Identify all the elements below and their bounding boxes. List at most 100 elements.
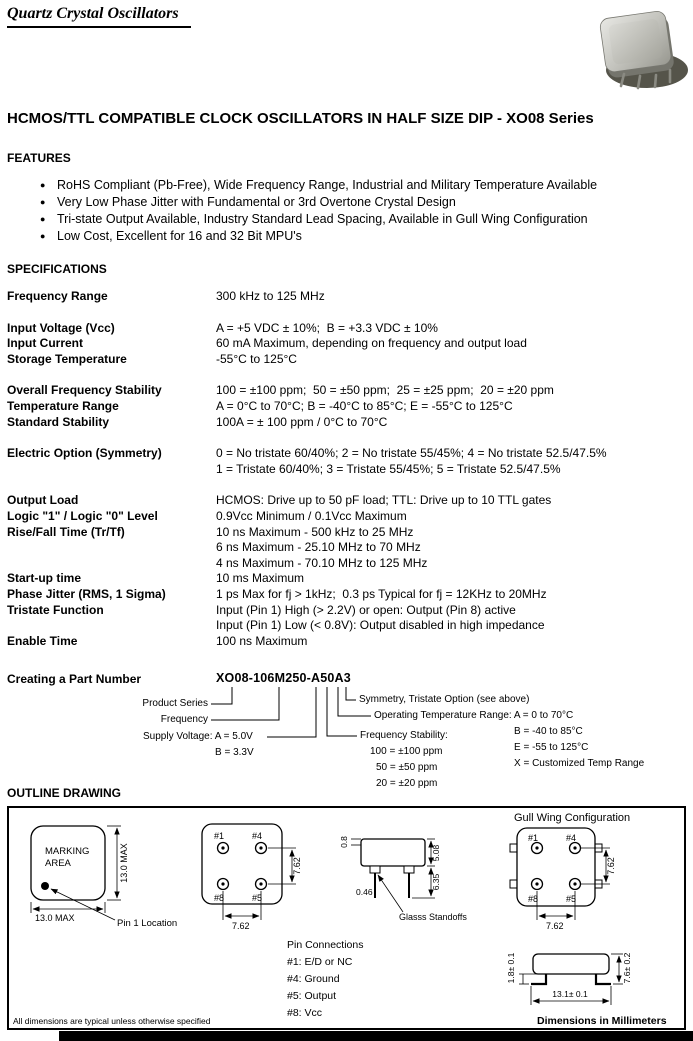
- side-view-body: [360, 838, 426, 867]
- spec-row: Electric Option (Symmetry)0 = No tristat…: [7, 446, 689, 462]
- callout-supply-voltage: Supply Voltage: A = 5.0V: [143, 731, 253, 742]
- gull-wing-lead-right: [594, 974, 611, 986]
- callout-operating-temp-b: B = -40 to 85°C: [514, 726, 583, 737]
- bullet-icon: [40, 228, 57, 245]
- bullet-icon: [40, 211, 57, 228]
- spec-value: 1 = Tristate 60/40%; 3 = Tristate 55/45%…: [216, 461, 561, 476]
- glass-standoffs-label: Glasss Standoffs: [399, 912, 467, 922]
- pin1-dot: [41, 882, 49, 890]
- dim-label-13-max-horizontal: 13.0 MAX: [35, 913, 75, 923]
- feature-item: Low Cost, Excellent for 16 and 32 Bit MP…: [40, 228, 597, 245]
- dimensions-note: All dimensions are typical unless otherw…: [13, 1016, 211, 1026]
- spec-value: HCMOS: Drive up to 50 pF load; TTL: Driv…: [216, 493, 552, 508]
- glass-standoff-left: [369, 865, 381, 874]
- spec-value: Input (Pin 1) High (> 2.2V) or open: Out…: [216, 602, 516, 617]
- dim-label-13-max-vertical: 13.0 MAX: [119, 843, 129, 883]
- outline-drawing-box: Gull Wing Configuration MARKING AREA 13.…: [7, 806, 686, 1030]
- spec-label: Logic "1" / Logic "0" Level: [7, 508, 158, 523]
- pin-connection-item: #4: Ground: [287, 973, 340, 985]
- spec-label: Temperature Range: [7, 398, 119, 413]
- spec-label: [7, 618, 216, 634]
- outline-drawing: Gull Wing Configuration MARKING AREA 13.…: [13, 812, 667, 1027]
- bullet-icon: [40, 194, 57, 211]
- gw-pin4-label: #4: [566, 833, 576, 843]
- pin-dots: [41, 846, 577, 890]
- bullet-icon: [40, 177, 57, 194]
- dip-pin5-label: #5: [252, 893, 262, 903]
- feature-item: Very Low Phase Jitter with Fundamental o…: [40, 194, 597, 211]
- spec-label: Output Load: [7, 493, 79, 508]
- spec-label: Standard Stability: [7, 414, 110, 429]
- spec-label: Rise/Fall Time (Tr/Tf): [7, 524, 125, 539]
- spec-row: 1 = Tristate 60/40%; 3 = Tristate 55/45%…: [7, 462, 689, 478]
- callout-fs-50: 50 = ±50 ppm: [376, 762, 438, 773]
- oscillator-pins: [619, 68, 672, 90]
- marking-area-outline: [30, 825, 106, 901]
- feature-text: Low Cost, Excellent for 16 and 32 Bit MP…: [57, 229, 302, 243]
- dimension-lines: [30, 825, 623, 1005]
- spec-value: 6 ns Maximum - 25.10 MHz to 70 MHz: [216, 540, 421, 555]
- gull-wing-top-view-outline: [516, 827, 596, 907]
- spec-value: 0.9Vcc Minimum / 0.1Vcc Maximum: [216, 508, 407, 523]
- spec-value: A = +5 VDC ± 10%; B = +3.3 VDC ± 10%: [216, 320, 438, 335]
- spec-row: Input Voltage (Vcc)A = +5 VDC ± 10%; B =…: [7, 321, 689, 337]
- spec-value: 1 ps Max for fj > 1kHz; 0.3 ps Typical f…: [216, 586, 547, 601]
- dim-label-762-horizontal: 7.62: [232, 921, 250, 931]
- pin1-location-label: Pin 1 Location: [117, 918, 177, 929]
- features-list: RoHS Compliant (Pb-Free), Wide Frequency…: [40, 177, 597, 245]
- dim-label-046: 0.46: [356, 887, 373, 897]
- dim-label-635: 6.35: [431, 873, 441, 890]
- dim-label-508: 5.08: [431, 844, 441, 861]
- gw-dim-131: 13.1± 0.1: [552, 989, 588, 999]
- spec-row: Storage Temperature-55°C to 125°C: [7, 352, 689, 368]
- gw-pin5-label: #5: [566, 894, 576, 904]
- gull-wing-config-title: Gull Wing Configuration: [514, 812, 630, 824]
- part-number-connector-lines: [211, 687, 371, 738]
- callout-operating-temp: Operating Temperature Range: A = 0 to 70…: [374, 710, 574, 721]
- callout-operating-temp-x: X = Customized Temp Range: [514, 758, 645, 769]
- feature-text: RoHS Compliant (Pb-Free), Wide Frequency…: [57, 178, 598, 192]
- specifications-heading: SPECIFICATIONS: [7, 262, 107, 276]
- callout-frequency: Frequency: [160, 714, 208, 725]
- spec-value: A = 0°C to 70°C; B = -40°C to 85°C; E = …: [216, 398, 513, 413]
- dip-pin8-label: #8: [214, 893, 224, 903]
- spec-value: 100 ns Maximum: [216, 633, 308, 648]
- marking-area-text: MARKING: [45, 846, 89, 857]
- product-photo: [599, 11, 688, 90]
- spec-value: 100A = ± 100 ppm / 0°C to 70°C: [216, 414, 388, 429]
- pin-connections-heading: Pin Connections: [287, 939, 363, 951]
- spec-row: 4 ns Maximum - 70.10 MHz to 125 MHz: [7, 556, 689, 572]
- feature-item: Tri-state Output Available, Industry Sta…: [40, 211, 597, 228]
- drawing-shapes: [30, 823, 611, 986]
- part-number-value: XO08-106M250-A50A3: [216, 671, 351, 685]
- gw-dim-18: 1.8± 0.1: [506, 952, 516, 983]
- spec-label: [7, 540, 216, 556]
- part-number-diagram: Creating a Part Number XO08-106M250-A50A…: [0, 668, 693, 798]
- spec-row: Standard Stability 100A = ± 100 ppm / 0°C…: [7, 415, 689, 431]
- part-number-label: Creating a Part Number: [7, 672, 142, 686]
- spec-row: Phase Jitter (RMS, 1 Sigma) 1 ps Max for …: [7, 587, 689, 603]
- gw-pin1-label: #1: [528, 833, 538, 843]
- outline-heading: OUTLINE DRAWING: [7, 786, 121, 800]
- spec-label: Phase Jitter (RMS, 1 Sigma): [7, 586, 166, 601]
- spec-row: 6 ns Maximum - 25.10 MHz to 70 MHz: [7, 540, 689, 556]
- feature-text: Very Low Phase Jitter with Fundamental o…: [57, 195, 456, 209]
- glass-standoff-right: [403, 865, 415, 874]
- gw-dim-762-vertical: 7.62: [606, 857, 616, 875]
- spec-label: [7, 462, 216, 478]
- spec-label: [7, 556, 216, 572]
- spec-label: Input Current: [7, 336, 83, 351]
- brand-header: Quartz Crystal Oscillators: [7, 5, 191, 28]
- callout-symmetry: Symmetry, Tristate Option (see above): [359, 694, 530, 705]
- doc-title: HCMOS/TTL COMPATIBLE CLOCK OSCILLATORS I…: [7, 110, 594, 127]
- spec-value: 10 ms Maximum: [216, 571, 305, 586]
- marking-area-text: AREA: [45, 858, 72, 869]
- callout-supply-voltage-b: B = 3.3V: [215, 747, 254, 758]
- footer-bar: [59, 1031, 693, 1041]
- spec-row: Temperature Range A = 0°C to 70°C; B = -4…: [7, 399, 689, 415]
